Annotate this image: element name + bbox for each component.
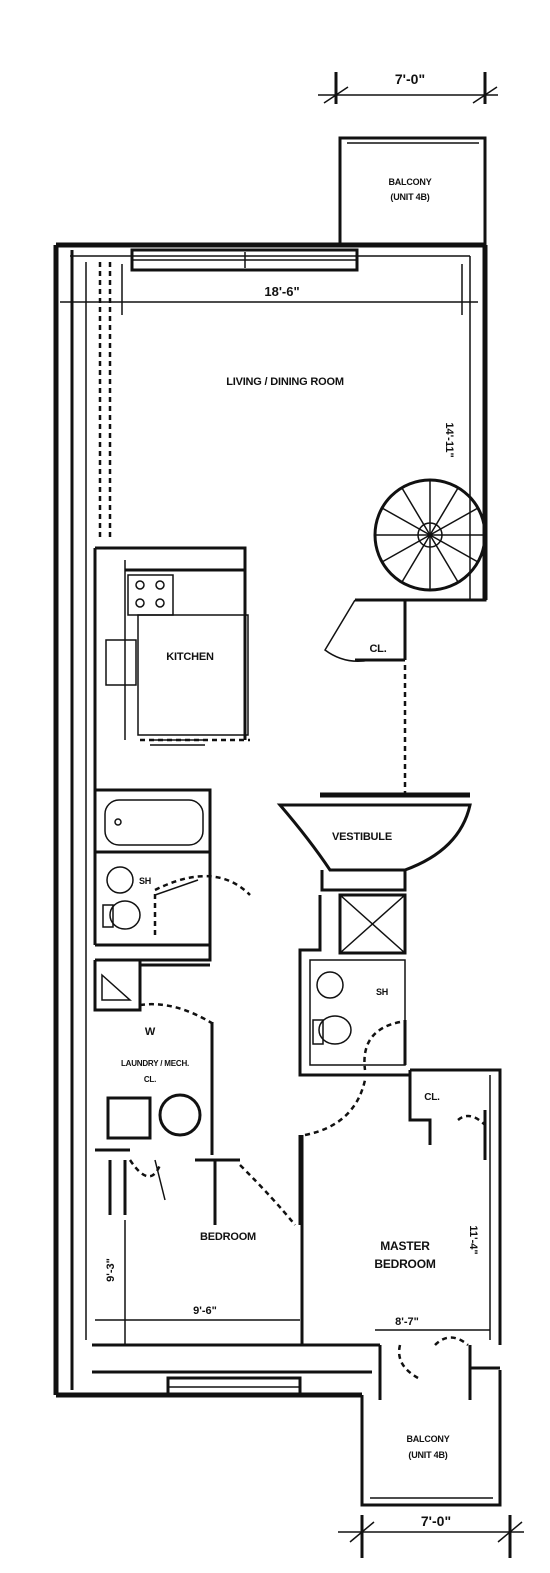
mech-chase: [298, 893, 410, 1077]
living-closet: CL.: [324, 598, 407, 662]
bedroom-width: 9'-6": [193, 1305, 217, 1317]
balcony-top-label-2: (UNIT 4B): [390, 192, 429, 202]
balcony-top-label-1: BALCONY: [388, 177, 431, 187]
balcony-bottom-label-1: BALCONY: [406, 1434, 449, 1444]
master-closet-label: CL.: [424, 1092, 440, 1103]
top-balcony-width: 7'-0": [395, 71, 425, 87]
top-balcony-dimension: 7'-0": [318, 71, 498, 104]
bedroom-height: 9'-3": [105, 1258, 117, 1282]
bedroom-label: BEDROOM: [200, 1231, 256, 1243]
spiral-stair: [373, 478, 487, 602]
laundry-mark: W: [145, 1026, 156, 1038]
laundry: W LAUNDRY / MECH. CL.: [93, 960, 216, 1155]
laundry-label-2: CL.: [144, 1075, 156, 1084]
balcony-bottom: BALCONY (UNIT 4B): [360, 1370, 502, 1507]
master-label-2: BEDROOM: [374, 1257, 435, 1271]
kitchen-label: KITCHEN: [166, 651, 214, 663]
laundry-label-1: LAUNDRY / MECH.: [121, 1059, 189, 1068]
living-width: 18'-6": [264, 284, 299, 299]
bottom-balcony-width: 7'-0": [421, 1513, 451, 1529]
living-width-dimension: 18'-6": [60, 264, 478, 315]
balcony-top: BALCONY (UNIT 4B): [338, 136, 487, 245]
bathroom-1: SH: [95, 788, 251, 962]
shower-label: SH: [139, 876, 151, 886]
living-dining-label: LIVING / DINING ROOM: [226, 376, 344, 388]
living-height: 14'-11": [443, 422, 455, 457]
master-height: 11'-4": [467, 1225, 479, 1254]
kitchen: KITCHEN: [93, 546, 250, 945]
master-bedroom: CL. MASTER BEDROOM 11'-4" 8'-7": [374, 1068, 502, 1400]
shower2-label: SH: [376, 987, 388, 997]
bedroom: BEDROOM 9'-3" 9'-6": [95, 1079, 367, 1345]
balcony-bottom-label-2: (UNIT 4B): [408, 1450, 447, 1460]
bathroom-2: SH: [309, 959, 407, 1071]
vestibule-label: VESTIBULE: [332, 831, 392, 843]
vestibule: VESTIBULE: [276, 792, 472, 892]
master-width: 8'-7": [395, 1316, 419, 1328]
master-label-1: MASTER: [380, 1239, 430, 1253]
bottom-balcony-dimension: 7'-0": [338, 1513, 524, 1558]
closet-label: CL.: [369, 643, 386, 655]
